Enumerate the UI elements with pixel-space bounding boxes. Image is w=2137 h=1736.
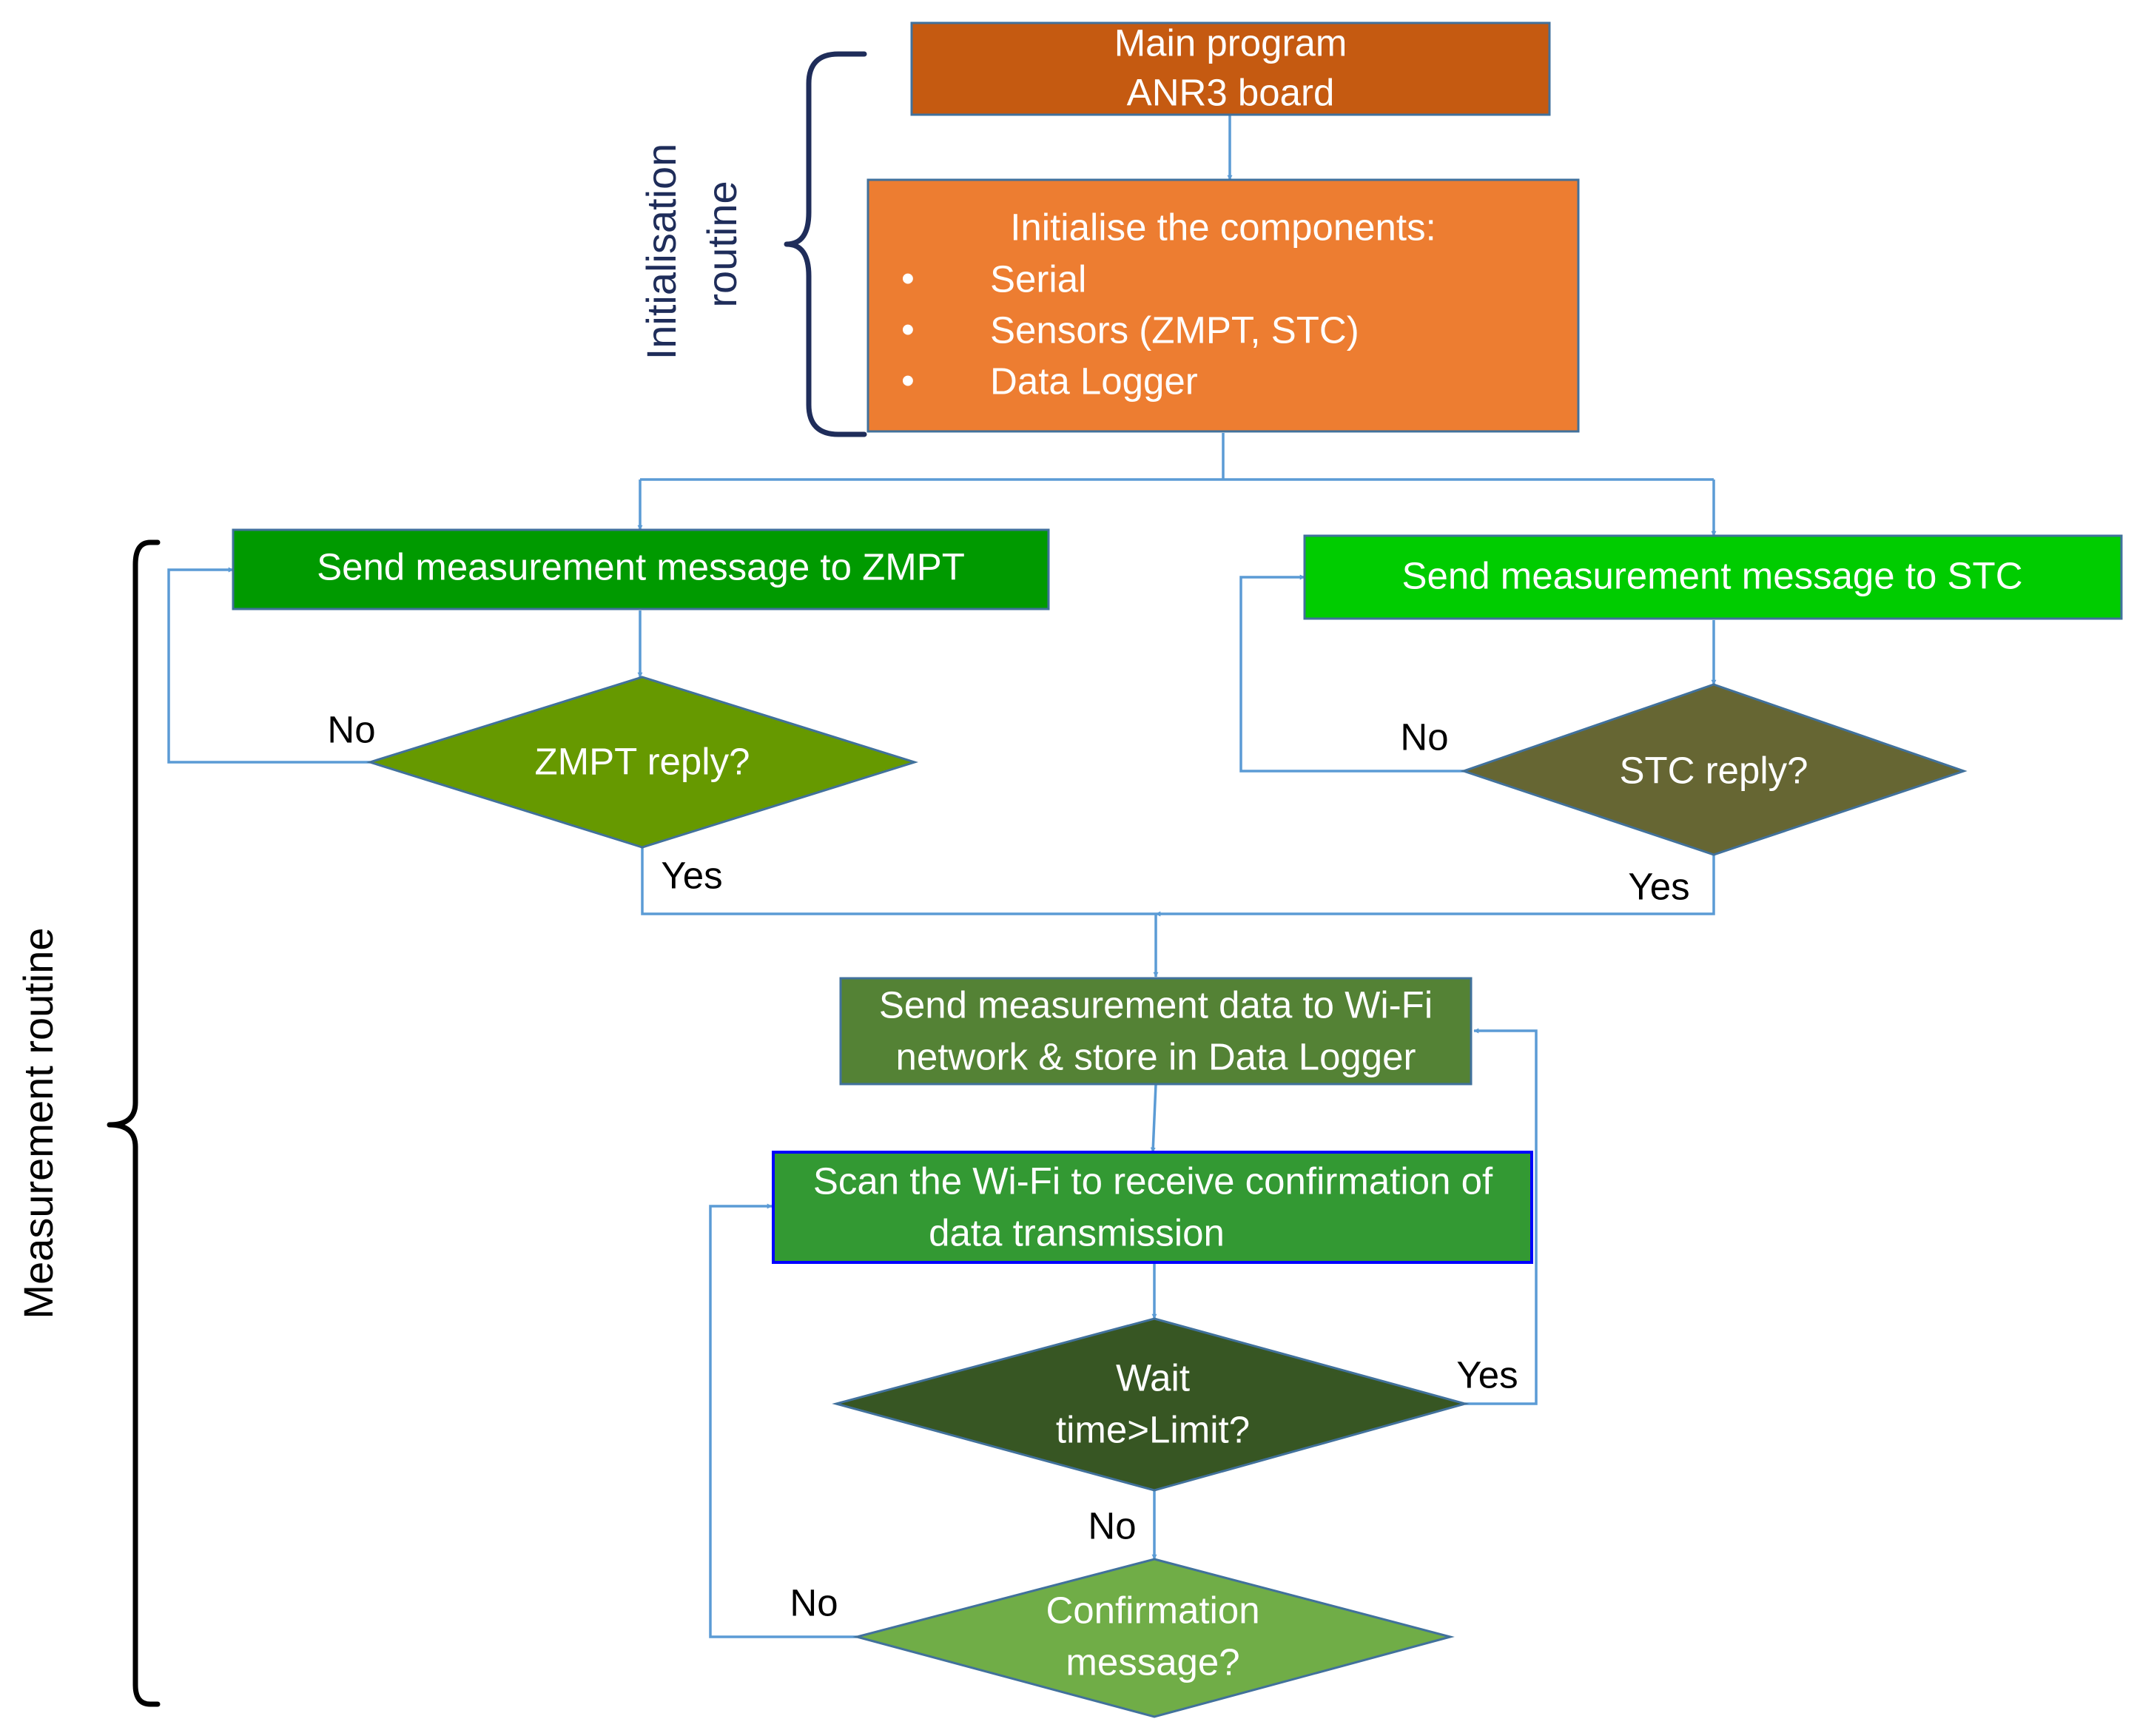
send-stc-label: Send measurement message to STC — [1401, 554, 2022, 596]
connector-confirm-no-loop — [709, 1203, 857, 1638]
stc-yes-label: Yes — [1628, 865, 1689, 907]
stc-reply-label: STC reply? — [1619, 749, 1808, 791]
confirm-label-1: Confirmation — [1046, 1589, 1259, 1631]
bullet-icon: • — [901, 359, 915, 401]
connector-init-split — [640, 433, 1714, 481]
zmpt-reply-decision — [366, 676, 919, 849]
send-data-box — [839, 977, 1473, 1086]
init-item-serial: Serial — [990, 258, 1086, 300]
wait-time-limit-decision — [832, 1317, 1470, 1492]
stc-reply-decision — [1460, 683, 1968, 856]
measurement-bracket — [107, 539, 161, 1707]
zmpt-yes-label: Yes — [661, 854, 722, 896]
confirmation-message-decision — [852, 1558, 1455, 1718]
initialisation-bracket — [784, 51, 867, 437]
initialise-title: Initialise the components: — [1010, 206, 1436, 248]
connector-wait-yes-loop — [1465, 1028, 1538, 1405]
send-zmpt-label: Send measurement message to ZMPT — [317, 545, 965, 588]
main-program-label-1: Main program — [1114, 21, 1347, 64]
bullet-icon: • — [901, 308, 915, 350]
connector-zmpt-yes — [641, 847, 1156, 915]
wait-label-2: time>Limit? — [1056, 1408, 1250, 1450]
zmpt-reply-label: ZMPT reply? — [535, 740, 750, 782]
wait-no-label: No — [1088, 1504, 1136, 1547]
connector-stc-yes — [1155, 855, 1715, 917]
bullet-icon: • — [901, 257, 915, 299]
connector-zmpt-no-loop — [167, 567, 370, 764]
connector-send-data-to-scan — [1150, 1083, 1157, 1153]
zmpt-no-label: No — [327, 708, 375, 750]
init-item-data-logger: Data Logger — [990, 360, 1198, 402]
initialisation-label-line-1: Initialisation — [638, 144, 684, 360]
connector-stc-no-loop — [1239, 574, 1464, 773]
wait-label-1: Wait — [1116, 1356, 1190, 1399]
send-data-label-2: network & store in Data Logger — [895, 1035, 1416, 1077]
initialise-components-box — [866, 178, 1580, 433]
init-item-sensors: Sensors (ZMPT, STC) — [990, 309, 1359, 351]
stc-no-label: No — [1400, 716, 1448, 758]
wait-yes-label: Yes — [1456, 1353, 1518, 1396]
scan-label-1: Scan the Wi-Fi to receive confirmation o… — [813, 1160, 1493, 1202]
main-program-label-2: ANR3 board — [1127, 71, 1335, 113]
send-data-label-1: Send measurement data to Wi-Fi — [879, 983, 1433, 1026]
scan-label-2: data transmission — [929, 1211, 1225, 1254]
confirm-label-2: message? — [1066, 1641, 1239, 1683]
measurement-label: Measurement routine — [15, 927, 61, 1319]
initialisation-label-line-2: routine — [699, 181, 745, 307]
send-stc-message-box — [1303, 534, 2123, 620]
send-zmpt-message-box — [232, 528, 1050, 610]
scan-wifi-box — [772, 1151, 1533, 1264]
main-program-box — [910, 21, 1551, 116]
confirm-no-label: No — [790, 1581, 838, 1624]
